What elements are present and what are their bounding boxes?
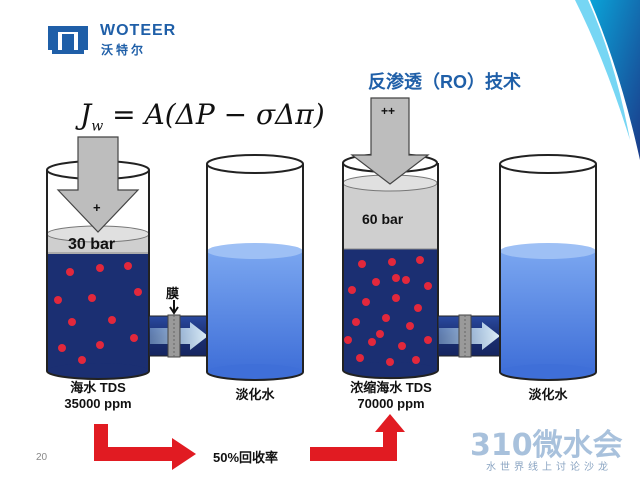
left-feed-label: 海水 TDS 35000 ppm (40, 380, 156, 412)
left-salt-particle (68, 318, 76, 326)
right-product-tank (499, 154, 597, 381)
left-product-tank (206, 154, 304, 381)
page-number: 20 (36, 452, 48, 463)
right-feed-label-line1: 浓缩海水 TDS (350, 380, 432, 395)
left-salt-particle (88, 294, 96, 302)
right-salt-particle (352, 318, 360, 326)
left-salt-particle (96, 264, 104, 272)
right-salt-particle (348, 286, 356, 294)
right-salt-particle (398, 342, 406, 350)
left-salt-particle (78, 356, 86, 364)
left-salt-particles (54, 262, 142, 364)
right-salt-particle (424, 336, 432, 344)
right-salt-particle (372, 278, 380, 286)
membrane-label: 膜 (166, 286, 180, 301)
corner-decoration (590, 0, 640, 160)
recovery-flow-arrow-right-icon (310, 414, 405, 461)
right-salt-particle (376, 330, 384, 338)
left-pipe (148, 314, 210, 358)
right-salt-particle (392, 274, 400, 282)
watermark-logo: 310微水会 (470, 428, 623, 463)
right-pressure-arrow-icon (350, 97, 430, 185)
left-salt-particle (58, 344, 66, 352)
page-title: 反渗透（RO）技术 (368, 72, 521, 92)
equation-lhs: J (80, 98, 92, 131)
recovery-rate-label: 50%回收率 (213, 450, 279, 465)
right-pressure-label: 60 bar (362, 211, 404, 227)
left-salt-particle (134, 288, 142, 296)
left-salt-particle (124, 262, 132, 270)
right-salt-particle (388, 258, 396, 266)
left-pressure-label: 30 bar (68, 236, 116, 253)
right-arrow-sign: ++ (381, 104, 396, 118)
right-salt-particle (414, 304, 422, 312)
brand-name-cn: 沃特尔 (101, 43, 147, 57)
left-product-label: 淡化水 (235, 387, 275, 402)
right-salt-particle (392, 294, 400, 302)
right-salt-particle (382, 314, 390, 322)
left-arrow-sign: + (93, 200, 101, 215)
watermark-subtitle: 水世界线上讨论沙龙 (486, 462, 612, 473)
equation-lhs-subscript: w (91, 118, 104, 135)
right-salt-particles (344, 256, 432, 366)
left-salt-particle (96, 341, 104, 349)
flux-equation: Jw = A(ΔP − σΔπ) (80, 98, 325, 135)
right-feed-label: 浓缩海水 TDS 70000 ppm (326, 380, 456, 412)
brand-name-en: WOTEER (100, 22, 177, 39)
equation-rhs: = A(ΔP − σΔπ) (112, 98, 325, 131)
right-salt-particle (386, 358, 394, 366)
right-salt-particle (424, 282, 432, 290)
membrane-pointer-icon (169, 300, 179, 315)
left-feed-label-line1: 海水 TDS (70, 380, 126, 395)
left-salt-particle (54, 296, 62, 304)
right-feed-label-line2: 70000 ppm (357, 396, 425, 411)
right-product-label: 淡化水 (528, 387, 568, 402)
left-salt-particle (108, 316, 116, 324)
recovery-flow-arrow-left-icon (94, 424, 196, 470)
right-salt-particle (416, 256, 424, 264)
right-feed-tank (342, 153, 439, 380)
woteer-logo-icon (48, 26, 88, 54)
left-feed-label-line2: 35000 ppm (64, 396, 132, 411)
right-salt-particle (368, 338, 376, 346)
right-pipe (437, 314, 503, 358)
left-pressure-arrow-icon (56, 136, 140, 233)
right-salt-particle (412, 356, 420, 364)
right-salt-particle (344, 336, 352, 344)
right-salt-particle (362, 298, 370, 306)
right-salt-particle (402, 276, 410, 284)
right-salt-particle (406, 322, 414, 330)
left-salt-particle (130, 334, 138, 342)
right-salt-particle (358, 260, 366, 268)
left-salt-particle (66, 268, 74, 276)
right-salt-particle (356, 354, 364, 362)
